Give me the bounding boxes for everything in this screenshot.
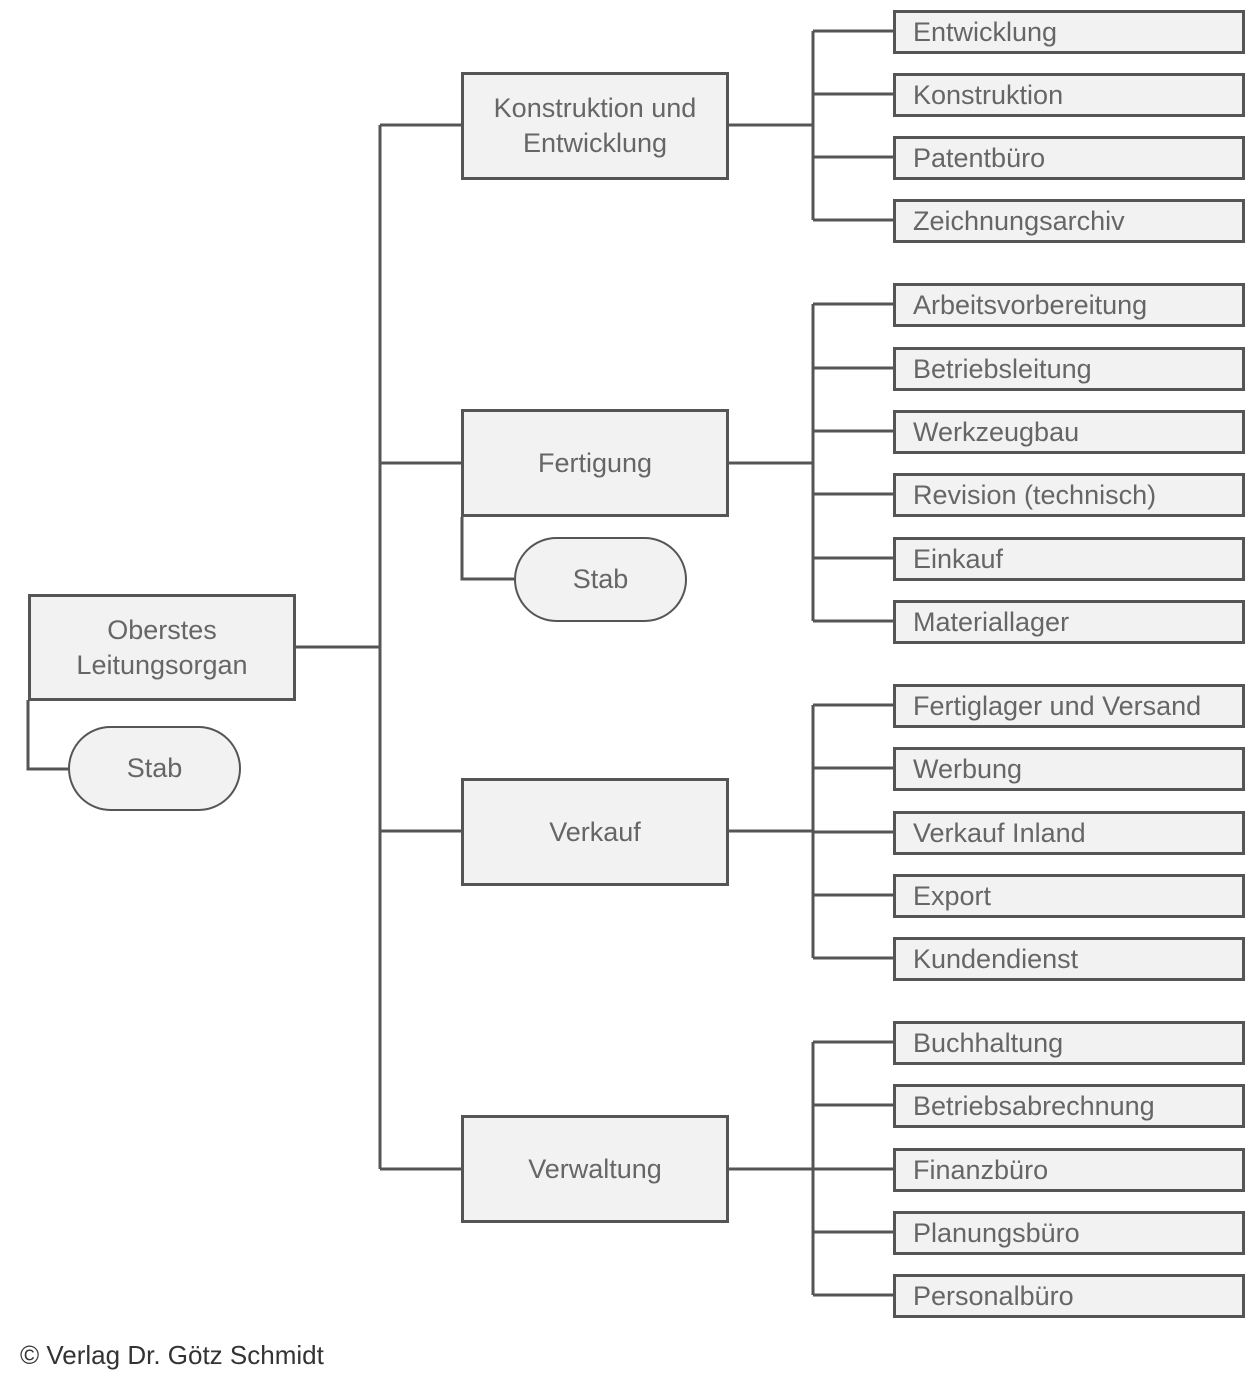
unit-node: Einkauf <box>893 537 1245 581</box>
connector <box>460 517 514 581</box>
unit-label: Werkzeugbau <box>913 416 1080 447</box>
unit-label: Betriebsabrechnung <box>913 1090 1155 1121</box>
unit-label: Konstruktion <box>913 79 1064 110</box>
department-node-fertigung: Fertigung <box>461 409 729 517</box>
department-node-konstruktion: Konstruktion und Entwicklung <box>461 72 729 180</box>
unit-label: Buchhaltung <box>913 1027 1064 1058</box>
unit-node: Export <box>893 874 1245 918</box>
unit-label: Materiallager <box>913 606 1070 637</box>
unit-label: Werbung <box>913 753 1023 784</box>
root-label-line2: Leitungsorgan <box>76 649 248 680</box>
department-node-verkauf: Verkauf <box>461 778 729 886</box>
department-label-line1: Konstruktion und <box>493 93 697 123</box>
unit-node: Werkzeugbau <box>893 410 1245 454</box>
unit-node: Entwicklung <box>893 10 1245 54</box>
fertigung-stab-label: Stab <box>572 564 629 594</box>
unit-node: Arbeitsvorbereitung <box>893 283 1245 327</box>
fertigung-stab-node: Stab <box>514 537 687 622</box>
unit-node: Finanzbüro <box>893 1148 1245 1192</box>
unit-label: Verkauf Inland <box>913 817 1086 848</box>
unit-node: Buchhaltung <box>893 1021 1245 1065</box>
unit-label: Arbeitsvorbereitung <box>913 289 1148 320</box>
connector <box>26 700 68 771</box>
root-stab-label: Stab <box>126 753 183 783</box>
department-label: Fertigung <box>537 447 653 478</box>
unit-node: Fertiglager und Versand <box>893 684 1245 728</box>
department-node-verwaltung: Verwaltung <box>461 1115 729 1223</box>
unit-node: Revision (technisch) <box>893 473 1245 517</box>
unit-label: Kundendienst <box>913 943 1079 974</box>
unit-label: Planungsbüro <box>913 1217 1080 1248</box>
unit-node: Konstruktion <box>893 73 1245 117</box>
unit-node: Kundendienst <box>893 937 1245 981</box>
unit-node: Personalbüro <box>893 1274 1245 1318</box>
root-node: Oberstes Leitungsorgan <box>28 594 296 701</box>
unit-node: Planungsbüro <box>893 1211 1245 1255</box>
unit-label: Fertiglager und Versand <box>913 690 1202 721</box>
department-label: Verkauf <box>549 816 641 847</box>
copyright-notice: © Verlag Dr. Götz Schmidt <box>20 1340 324 1370</box>
unit-node: Betriebsabrechnung <box>893 1084 1245 1128</box>
root-stab-node: Stab <box>68 726 241 811</box>
unit-node: Zeichnungsarchiv <box>893 199 1245 243</box>
unit-label: Betriebsleitung <box>913 353 1092 384</box>
unit-label: Revision (technisch) <box>913 479 1157 510</box>
unit-label: Einkauf <box>913 543 1004 574</box>
department-label: Verwaltung <box>528 1153 662 1184</box>
unit-label: Finanzbüro <box>913 1154 1049 1185</box>
root-label-line1: Oberstes <box>107 614 217 645</box>
unit-label: Zeichnungsarchiv <box>913 205 1125 236</box>
unit-label: Personalbüro <box>913 1280 1074 1311</box>
unit-label: Entwicklung <box>913 16 1058 47</box>
unit-label: Export <box>913 880 992 911</box>
unit-node: Werbung <box>893 747 1245 791</box>
unit-node: Materiallager <box>893 600 1245 644</box>
unit-node: Patentbüro <box>893 136 1245 180</box>
unit-node: Verkauf Inland <box>893 811 1245 855</box>
department-label-line2: Entwicklung <box>522 128 668 158</box>
unit-node: Betriebsleitung <box>893 347 1245 391</box>
unit-label: Patentbüro <box>913 142 1046 173</box>
